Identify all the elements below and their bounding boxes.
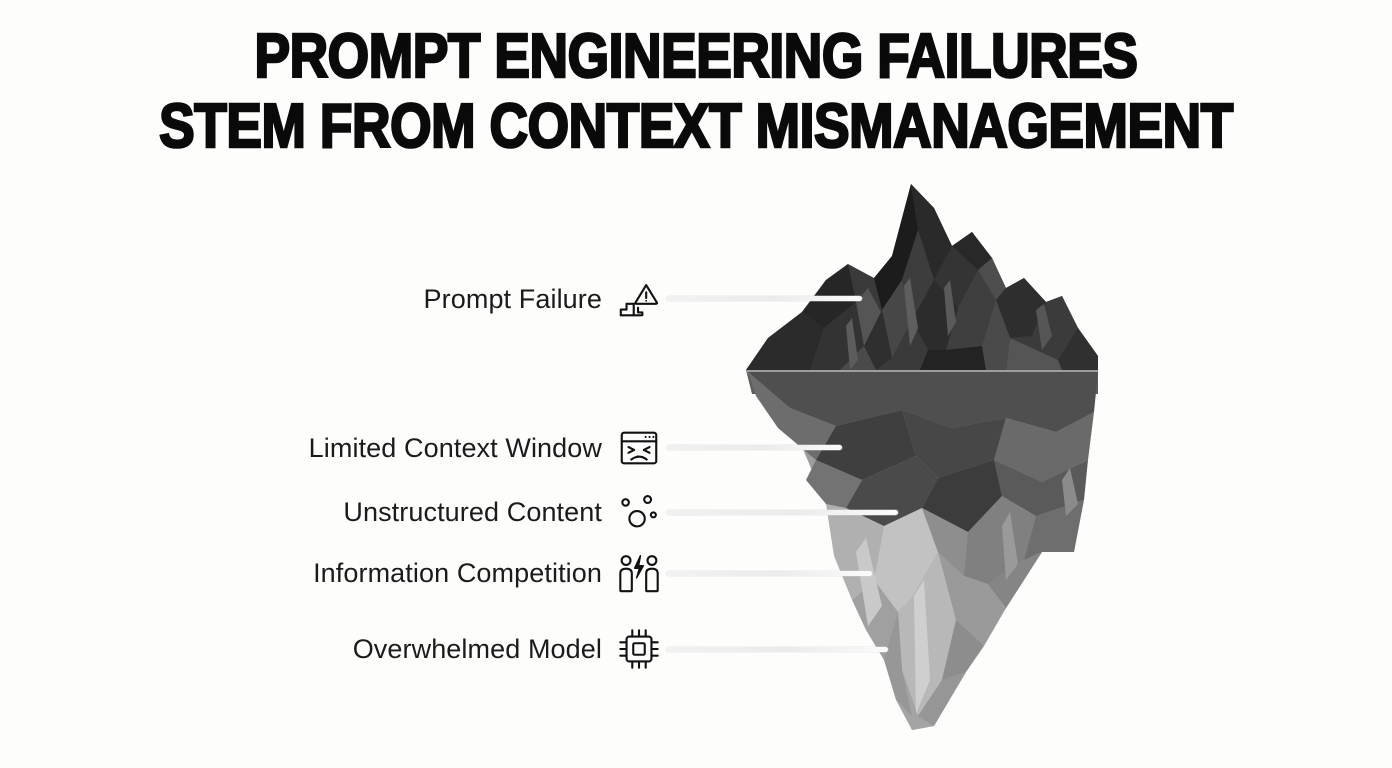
iceberg-item-label: Limited Context Window: [308, 432, 602, 463]
scattered-bubbles-icon: [616, 489, 662, 535]
iceberg-above-water: [746, 184, 1098, 370]
connector-line-limited-context-window: [666, 445, 842, 450]
title-line-2: STEM FROM CONTEXT MISMANAGEMENT: [158, 91, 1234, 163]
browser-sad-face-icon: [616, 425, 662, 471]
iceberg-item-information-competition[interactable]: Information Competition: [0, 545, 662, 601]
connector-line-overwhelmed-model: [666, 647, 888, 652]
connector-line-prompt-failure: [666, 296, 862, 301]
iceberg-item-label: Overwhelmed Model: [352, 633, 602, 664]
two-people-conflict-icon: [616, 550, 662, 596]
page-title: PROMPT ENGINEERING FAILURES STEM FROM CO…: [0, 21, 1392, 163]
iceberg-item-overwhelmed-model[interactable]: Overwhelmed Model: [0, 621, 662, 677]
warning-triangle-icon: [616, 276, 662, 322]
cpu-chip-icon: [616, 626, 662, 672]
iceberg-below-water: [746, 370, 1098, 730]
iceberg-illustration: [706, 160, 1126, 750]
title-line-1: PROMPT ENGINEERING FAILURES: [253, 21, 1139, 93]
iceberg-item-label: Prompt Failure: [423, 283, 602, 314]
iceberg-item-unstructured-content[interactable]: Unstructured Content: [0, 484, 662, 540]
connector-line-information-competition: [666, 571, 872, 576]
connector-line-unstructured-content: [666, 510, 898, 515]
iceberg-item-label: Information Competition: [313, 557, 602, 588]
iceberg-item-label: Unstructured Content: [343, 496, 602, 527]
iceberg-item-prompt-failure[interactable]: Prompt Failure: [0, 271, 662, 327]
iceberg-item-limited-context-window[interactable]: Limited Context Window: [0, 420, 662, 476]
